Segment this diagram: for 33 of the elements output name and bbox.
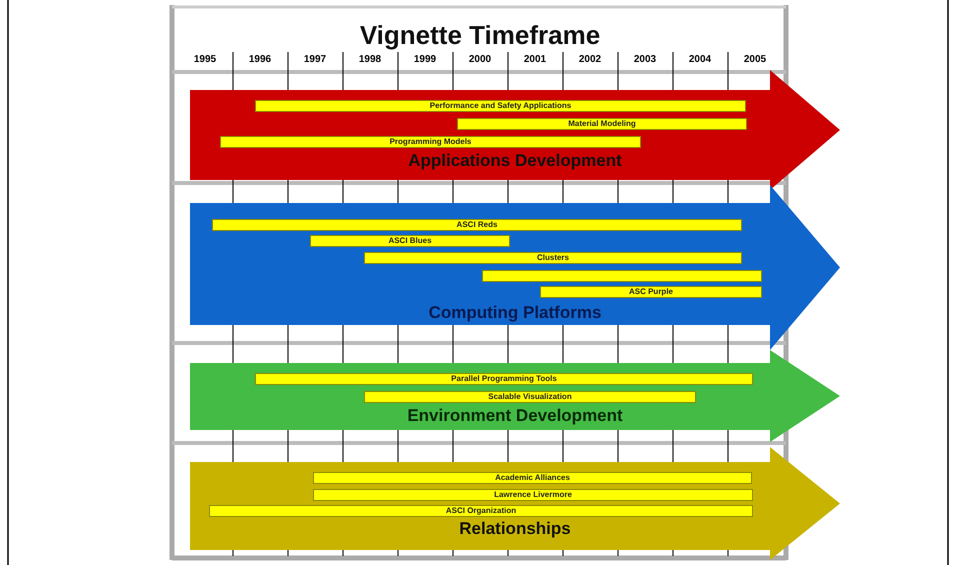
timeline-bar: ASC Purple <box>540 286 762 298</box>
band-label: Environment Development <box>407 406 623 426</box>
band-label: Relationships <box>459 519 571 539</box>
timeline-bar: Clusters <box>364 252 742 264</box>
year-label: 1996 <box>248 54 272 65</box>
timeline-bar: ASCI Reds <box>212 219 742 231</box>
year-label: 2001 <box>524 54 546 65</box>
chart-title: Vignette Timeframe <box>358 20 602 51</box>
band-label: Applications Development <box>408 151 622 171</box>
year-label: 2002 <box>578 54 602 65</box>
year-label: 2004 <box>688 54 712 65</box>
year-label: 2000 <box>468 54 492 65</box>
category-band <box>190 185 840 350</box>
timeline-bar: Parallel Programming Tools <box>255 373 753 385</box>
timeline-bar: Academic Alliances <box>313 472 752 484</box>
timeline-bar <box>482 270 762 282</box>
category-band <box>190 447 840 560</box>
year-label: 2003 <box>634 54 656 65</box>
year-label: 2005 <box>744 54 766 65</box>
year-label: 1999 <box>414 54 436 65</box>
timeline-bar: Scalable Visualization <box>364 391 696 403</box>
timeline-bar: ASCI Blues <box>310 235 510 247</box>
timeline-bar: Lawrence Livermore <box>313 489 753 501</box>
timeline-bar: Material Modeling <box>457 118 747 130</box>
timeline-bar: Performance and Safety Applications <box>255 100 746 112</box>
category-band <box>190 70 840 190</box>
year-label: 1997 <box>304 54 326 65</box>
year-label: 1995 <box>194 54 216 65</box>
timeline-bar: Programming Models <box>220 136 641 148</box>
timeline-bar: ASCI Organization <box>209 505 753 517</box>
year-label: 1998 <box>358 54 382 65</box>
category-band <box>190 350 840 442</box>
band-label: Computing Platforms <box>428 303 602 323</box>
